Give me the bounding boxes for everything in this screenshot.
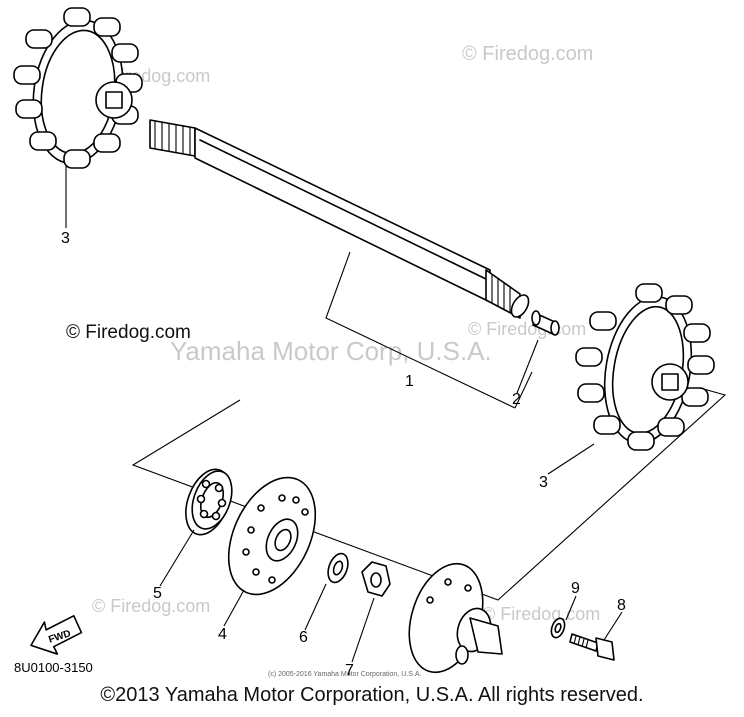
callout-2: 2 bbox=[512, 391, 521, 408]
copyright-footer: ©2013 Yamaha Motor Corporation, U.S.A. A… bbox=[100, 684, 644, 706]
bearing bbox=[185, 468, 233, 536]
leader-lines bbox=[65, 166, 623, 663]
flange-plate bbox=[227, 476, 317, 596]
callout-1: 1 bbox=[405, 373, 414, 390]
watermark-firedog-topright: © Firedog.com bbox=[462, 43, 593, 65]
watermark-firedog-dark: © Firedog.com bbox=[66, 322, 191, 343]
washer bbox=[327, 552, 349, 584]
callout-3-right: 3 bbox=[539, 474, 548, 491]
watermark-firedog-bottomleft: © Firedog.com bbox=[92, 596, 210, 616]
sprocket-left bbox=[13, 7, 143, 169]
watermark-firedog-bottomright: © Firedog.com bbox=[482, 604, 600, 624]
fwd-arrow: FWD bbox=[30, 615, 83, 655]
watermark-yamaha-center: Yamaha Motor Corp, U.S.A. bbox=[170, 336, 492, 366]
sprocket-right bbox=[575, 283, 715, 451]
lock-washer bbox=[550, 617, 566, 639]
callout-3-left: 3 bbox=[61, 230, 70, 247]
assembly-bracket-lower bbox=[131, 387, 727, 601]
callout-6: 6 bbox=[299, 629, 308, 646]
callouts: 3 1 2 3 5 4 6 7 9 8 bbox=[61, 230, 626, 679]
small-copyright: (c) 2005-2016 Yamaha Motor Corporation, … bbox=[268, 671, 421, 678]
bolt bbox=[569, 633, 615, 661]
callout-9: 9 bbox=[571, 580, 580, 597]
callout-8: 8 bbox=[617, 597, 626, 614]
callout-7: 7 bbox=[345, 662, 354, 679]
part-code: 8U0100-3150 bbox=[14, 660, 93, 675]
drive-shaft bbox=[149, 119, 530, 319]
callout-5: 5 bbox=[153, 585, 162, 602]
hub bbox=[408, 562, 503, 674]
watermark-firedog-center: © Firedog.com bbox=[468, 319, 586, 339]
assembly-bracket-upper bbox=[325, 251, 533, 409]
nut bbox=[361, 561, 391, 597]
callout-4: 4 bbox=[218, 626, 227, 643]
collar bbox=[531, 310, 560, 336]
